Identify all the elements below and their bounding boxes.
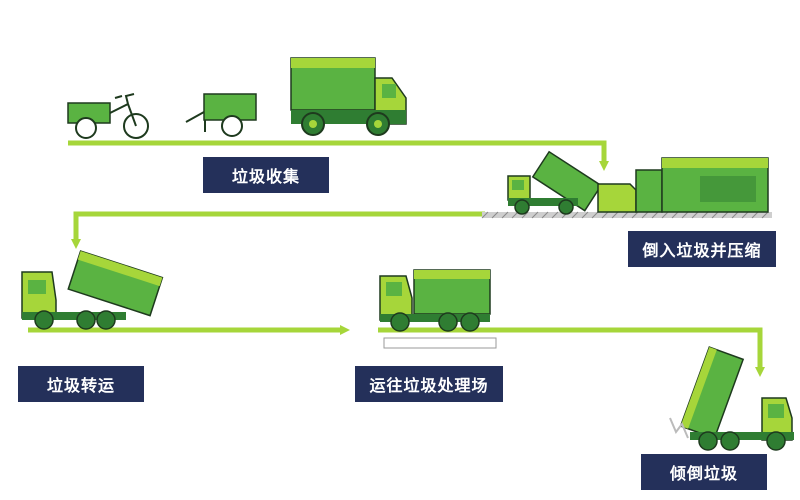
step-label-dump: 倾倒垃圾 — [641, 454, 767, 490]
tricycle-cart-icon — [67, 93, 149, 139]
step-label-transfer: 垃圾转运 — [18, 366, 144, 402]
compactor-station-icon — [597, 157, 769, 213]
flow-lines — [28, 140, 765, 377]
hooklift-truck-icon — [21, 250, 164, 330]
container-truck-icon — [379, 269, 497, 349]
flow-line-1 — [68, 140, 609, 171]
step-label-collect: 垃圾收集 — [203, 157, 329, 193]
flow-line-2 — [71, 211, 485, 249]
tipping-truck-icon — [507, 150, 603, 215]
step-label-compress: 倒入垃圾并压缩 — [628, 231, 776, 267]
dumping-truck-icon — [669, 346, 794, 451]
flow-line-4 — [378, 327, 765, 377]
hand-cart-icon — [185, 93, 257, 137]
step-label-plant: 运往垃圾处理场 — [355, 366, 503, 402]
station-ground — [481, 211, 772, 219]
small-dump-truck-icon — [290, 57, 407, 136]
